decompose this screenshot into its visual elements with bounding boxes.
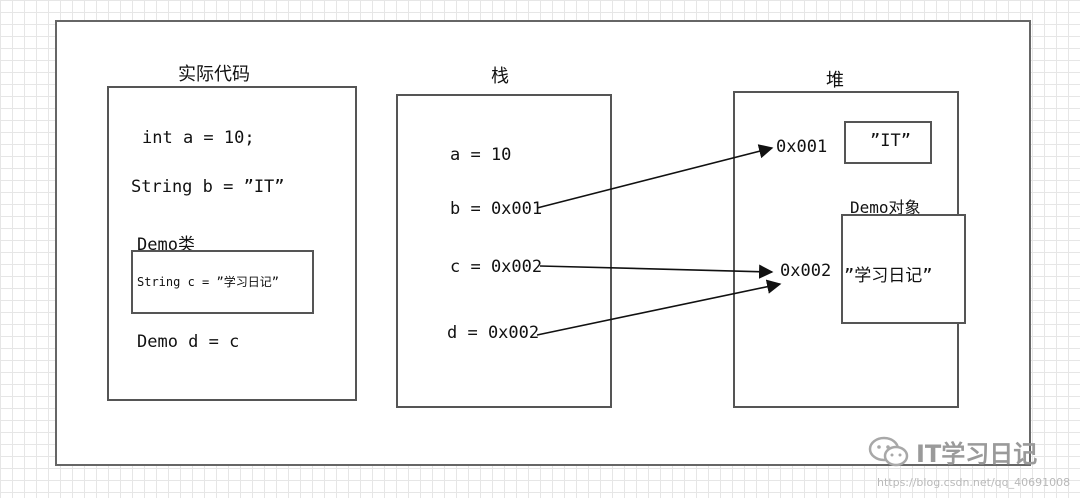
demo-object-label: Demo对象: [850, 198, 921, 217]
demo-class-line: String c = ”学习日记”: [137, 275, 279, 289]
heap-it-value: ”IT”: [870, 131, 911, 151]
arrow-d-to-0x002: [536, 279, 782, 336]
heap-address-2: 0x002: [780, 261, 832, 281]
arrow-c-to-0x002: [539, 264, 774, 279]
watermark-brand: IT学习日记: [916, 440, 1038, 468]
watermark-url: https://blog.csdn.net/qq_40691008: [877, 476, 1071, 489]
stack-panel: [396, 94, 612, 408]
heap-address-1: 0x001: [776, 137, 828, 157]
stack-entry-b: b = 0x001: [450, 199, 543, 219]
code-panel: [107, 86, 357, 401]
code-line-demo: Demo d = c: [137, 332, 240, 352]
stack-entry-d: d = 0x002: [447, 323, 540, 343]
heap-panel-title: 堆: [826, 70, 844, 91]
arrow-b-to-0x001: [536, 144, 774, 209]
stack-panel-title: 栈: [491, 66, 509, 87]
wechat-icon: [868, 436, 909, 466]
watermark: IT学习日记: [868, 434, 1037, 469]
code-panel-title: 实际代码: [178, 64, 250, 85]
code-line-string: String b = ”IT”: [131, 177, 285, 197]
code-line-int: int a = 10;: [142, 128, 255, 148]
demo-class-box: [131, 250, 314, 314]
heap-it-box: [844, 121, 932, 164]
stack-entry-a: a = 10: [450, 145, 512, 165]
demo-object-value: ”学习日记”: [844, 266, 933, 286]
stack-entry-c: c = 0x002: [450, 257, 543, 277]
demo-object-box: [841, 214, 966, 324]
